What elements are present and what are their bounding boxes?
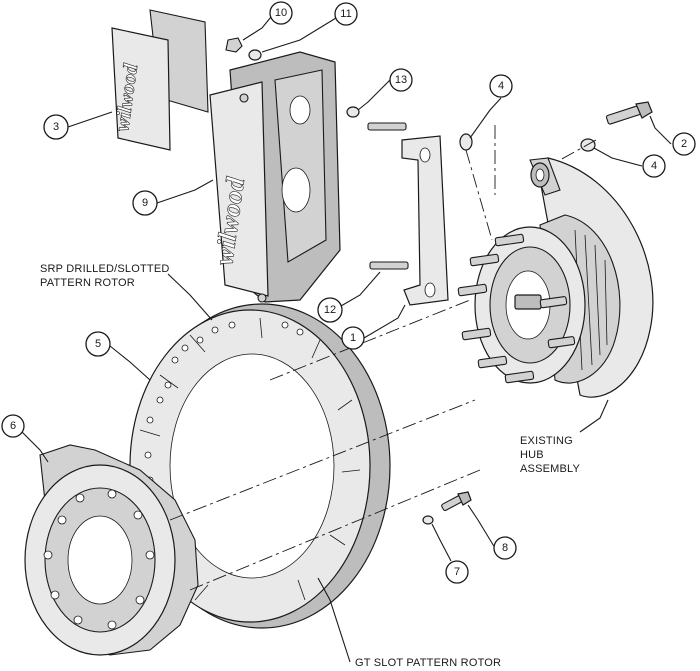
callout-10: 10 — [269, 1, 293, 25]
callout-3: 3 — [43, 114, 69, 140]
washer-4a — [459, 133, 473, 151]
note-gt-rotor: GT SLOT PATTERN ROTOR — [355, 657, 501, 669]
bracket-bolt-upper — [367, 122, 407, 131]
callout-4a: 4 — [489, 74, 513, 98]
callout-11: 11 — [334, 2, 358, 26]
callout-4a-number: 4 — [498, 80, 504, 92]
note-srp-line2: PATTERN ROTOR — [40, 277, 135, 289]
bracket-bolt-lower — [369, 261, 409, 270]
note-gt-line1: GT SLOT PATTERN ROTOR — [355, 657, 501, 669]
note-srp-rotor: SRP DRILLED/SLOTTED PATTERN ROTOR — [40, 263, 170, 289]
brake-pads: wilwood — [111, 9, 209, 151]
assembly-lines — [169, 125, 597, 591]
callout-13-number: 13 — [395, 74, 407, 86]
callout-6: 6 — [1, 414, 25, 438]
existing-hub-assembly — [457, 157, 654, 398]
washer-13 — [346, 106, 360, 118]
callout-4b-number: 4 — [651, 160, 657, 172]
callout-7-number: 7 — [454, 566, 460, 578]
washer-4b — [580, 138, 596, 152]
note-srp-line1: SRP DRILLED/SLOTTED — [40, 263, 170, 275]
callout-9-number: 9 — [142, 197, 148, 209]
washer-11 — [248, 49, 262, 61]
callout-10-number: 10 — [275, 7, 287, 19]
hardware — [225, 37, 653, 525]
callout-11-number: 11 — [340, 8, 351, 20]
caliper: wilwood — [209, 51, 341, 303]
bolt-8 — [441, 491, 472, 512]
callout-5: 5 — [85, 331, 111, 357]
callout-8: 8 — [493, 536, 517, 560]
callout-8-number: 8 — [502, 542, 508, 554]
note-hub-line1: EXISTING — [520, 435, 573, 447]
bolt-2 — [605, 101, 653, 125]
callout-2: 2 — [672, 132, 696, 156]
washer-7 — [422, 515, 434, 525]
callout-6-number: 6 — [10, 420, 16, 432]
rotor-hat — [24, 444, 199, 656]
srp-drilled-slotted-rotor — [129, 303, 391, 629]
note-hub-line2: HUB — [520, 449, 544, 461]
nut-10 — [225, 37, 243, 53]
callout-9: 9 — [132, 190, 158, 216]
callout-13: 13 — [389, 68, 413, 92]
callout-1-number: 1 — [350, 332, 356, 344]
callout-12: 12 — [317, 297, 343, 323]
note-hub-line3: ASSEMBLY — [520, 463, 581, 475]
callout-1: 1 — [341, 326, 365, 350]
leader-lines — [21, 16, 672, 663]
callout-3-number: 3 — [53, 121, 59, 133]
callout-5-number: 5 — [95, 338, 101, 350]
note-existing-hub: EXISTING HUB ASSEMBLY — [520, 435, 581, 475]
mounting-bracket — [367, 122, 449, 306]
callout-4b: 4 — [642, 154, 666, 178]
callout-12-number: 12 — [324, 304, 336, 316]
callout-2-number: 2 — [681, 138, 687, 150]
callout-7: 7 — [445, 560, 469, 584]
